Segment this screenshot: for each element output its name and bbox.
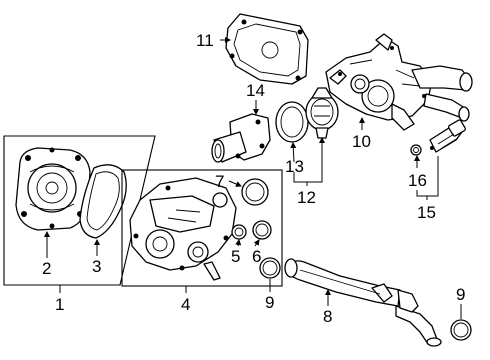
callout-13: 13 <box>285 157 304 176</box>
callout-14: 14 <box>246 81 265 100</box>
group-box-water-pump <box>3 135 156 286</box>
callout-3: 3 <box>92 257 101 276</box>
callout-16: 16 <box>408 171 427 190</box>
pipe-o-ring-right-inner <box>453 322 469 338</box>
callout-11: 11 <box>196 31 214 50</box>
callout-12: 12 <box>297 188 316 207</box>
leader-6 <box>253 239 260 247</box>
callout-15: 15 <box>417 203 436 222</box>
housing-seal-small-inner <box>234 227 244 237</box>
thermostat-gasket-inner <box>280 106 304 138</box>
leader-5 <box>235 239 242 247</box>
callout-7: 7 <box>215 172 224 191</box>
coolant-pipe <box>284 258 442 347</box>
callout-4: 4 <box>181 295 190 314</box>
callout-2: 2 <box>42 259 51 278</box>
sensor-washer <box>410 144 422 156</box>
callout-6: 6 <box>252 247 261 266</box>
housing-o-ring-large-inner <box>245 182 265 202</box>
callout-8: 8 <box>323 307 332 326</box>
group-box-housing <box>121 169 283 287</box>
sensor-washer-inner <box>413 147 419 153</box>
coolant-outlet-gasket-plate <box>225 13 309 85</box>
pipe-o-ring-left-inner <box>262 260 278 276</box>
thermostat-housing-assembly <box>325 33 473 131</box>
callout-5: 5 <box>231 247 240 266</box>
coolant-housing-body <box>129 177 237 281</box>
housing-o-ring-small-inner <box>255 223 269 237</box>
coolant-temperature-sensor <box>429 119 466 153</box>
callout-1: 1 <box>55 295 64 314</box>
leader-7 <box>228 180 242 187</box>
water-pump-gasket-inner <box>86 171 120 231</box>
water-outlet <box>211 113 271 163</box>
callout-9-right: 9 <box>456 285 465 304</box>
thermostat <box>305 87 339 139</box>
water-pump-body <box>15 147 91 231</box>
leader-12-bracket <box>293 172 323 183</box>
housing-seal-small <box>231 224 247 240</box>
leader-13 <box>290 142 297 163</box>
callout-10: 10 <box>352 132 371 151</box>
callout-9-left: 9 <box>265 293 274 312</box>
